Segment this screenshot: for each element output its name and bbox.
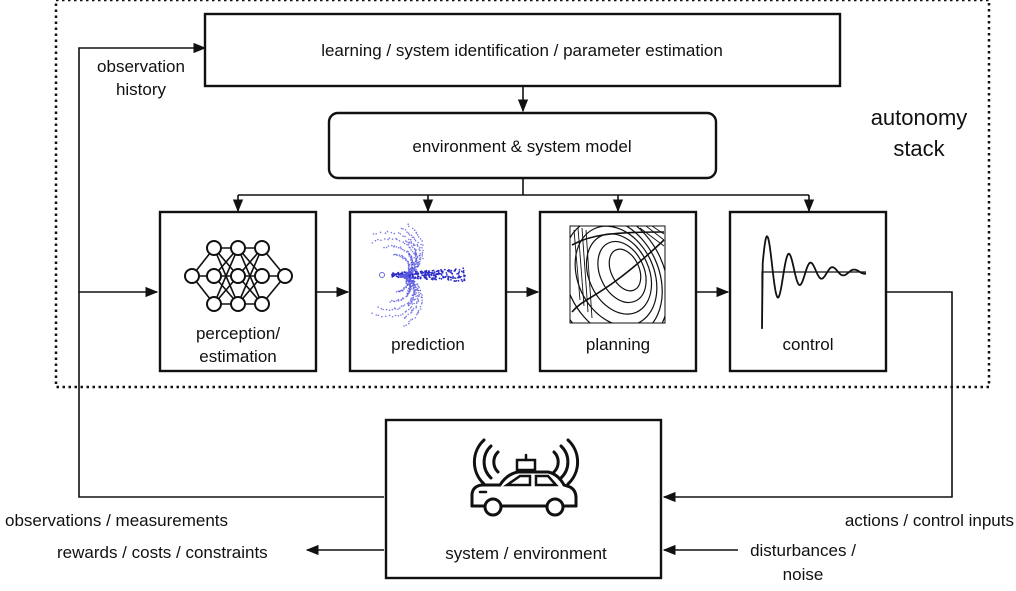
model-box: environment & system model — [327, 111, 718, 180]
observations-measurements-label: observations / measurements — [5, 511, 228, 530]
learning-box-label: learning / system identification / param… — [321, 41, 723, 60]
autonomy-stack-label-line2: stack — [893, 136, 945, 161]
rewards-costs-constraints-label: rewards / costs / constraints — [57, 543, 268, 562]
prediction-box: prediction — [348, 210, 508, 373]
prediction-label: prediction — [391, 335, 465, 354]
observation-history-label-line2: history — [116, 80, 167, 99]
perception-box: perception/ estimation — [158, 210, 318, 373]
planning-label: planning — [586, 335, 650, 354]
system-environment-label: system / environment — [445, 544, 607, 563]
actions-control-inputs-label: actions / control inputs — [845, 511, 1014, 530]
learning-box: learning / system identification / param… — [203, 12, 842, 88]
autonomous-car-icon — [470, 438, 580, 517]
disturbances-noise-label-line2: noise — [783, 565, 824, 584]
neural-network-icon — [184, 240, 293, 312]
connection-wires — [78, 42, 953, 556]
autonomy-stack-label-line1: autonomy — [871, 105, 968, 130]
planning-box: planning — [538, 210, 698, 373]
trajectory-scatter-icon — [371, 223, 466, 327]
model-box-label: environment & system model — [412, 137, 631, 156]
observation-history-label-line1: observation — [97, 57, 185, 76]
control-box: control — [728, 210, 888, 373]
contour-plot-icon — [569, 225, 666, 324]
disturbances-noise-label-line1: disturbances / — [750, 541, 856, 560]
perception-label-line2: estimation — [199, 347, 276, 366]
system-environment-box: system / environment — [384, 418, 663, 580]
control-label: control — [782, 335, 833, 354]
perception-label-line1: perception/ — [196, 324, 280, 343]
step-response-icon — [761, 235, 866, 329]
